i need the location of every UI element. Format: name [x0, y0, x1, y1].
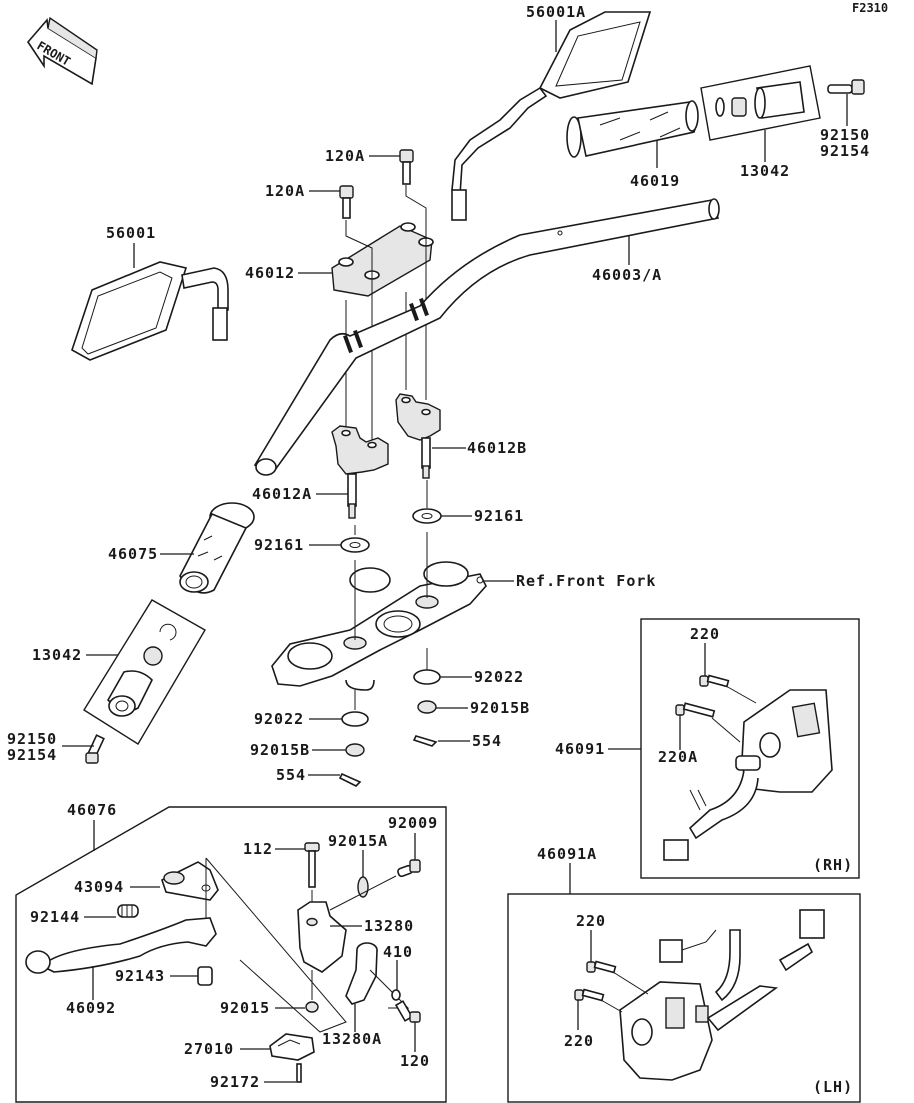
switch-rh-housing	[663, 689, 833, 861]
label-220-rh: 220	[690, 625, 720, 643]
label-46012a: 46012A	[252, 485, 312, 503]
label-92144: 92144	[30, 908, 80, 926]
weight-set-left	[83, 599, 206, 745]
bolt-120a-lower	[339, 185, 354, 219]
label-46092: 46092	[66, 999, 116, 1017]
rh-label: (RH)	[813, 856, 853, 874]
label-220-lh-top: 220	[576, 912, 606, 930]
bolt-112	[304, 842, 320, 888]
label-554-right: 554	[472, 732, 502, 750]
lh-switch-box	[507, 893, 861, 1103]
switch-lh-housing	[619, 909, 825, 1081]
label-46091: 46091	[555, 740, 605, 758]
holder-upper	[331, 222, 434, 297]
weight-set-right	[700, 65, 821, 141]
screw-92172	[296, 1063, 302, 1083]
washer-92161-right	[412, 508, 442, 524]
label-92143: 92143	[115, 967, 165, 985]
label-46091a: 46091A	[537, 845, 597, 863]
label-43094: 43094	[74, 878, 124, 896]
washer-92161-left	[340, 537, 370, 553]
label-120a-lower: 120A	[265, 182, 305, 200]
label-92161-left: 92161	[254, 536, 304, 554]
label-13280: 13280	[364, 917, 414, 935]
label-92015b-right: 92015B	[470, 699, 530, 717]
nut-92015b-left	[345, 743, 365, 757]
mirror-left	[71, 261, 229, 361]
label-410: 410	[383, 943, 413, 961]
triple-clamp	[271, 561, 487, 691]
label-13280a: 13280A	[322, 1030, 382, 1048]
pin-554-right	[412, 735, 438, 747]
label-112: 112	[243, 840, 273, 858]
nut-92015b-right	[417, 700, 437, 714]
washer-92022-left	[341, 711, 369, 727]
screw-220a-rh	[675, 702, 716, 718]
screw-220-lh-bottom	[574, 988, 605, 1002]
figure-id: F2310	[852, 1, 888, 15]
holder-46012b	[395, 393, 441, 479]
nut-92015a	[357, 876, 369, 898]
label-92022-left: 92022	[254, 710, 304, 728]
label-92154-left: 92154	[7, 746, 57, 764]
label-120: 120	[400, 1052, 430, 1070]
end-bolt-right	[827, 79, 865, 95]
label-220a-rh: 220A	[658, 748, 698, 766]
collar-92143	[197, 966, 213, 986]
lever-holder-13280	[297, 901, 347, 973]
reference-front-fork: Ref.Front Fork	[516, 572, 656, 590]
label-46003a: 46003/A	[592, 266, 662, 284]
label-46012: 46012	[245, 264, 295, 282]
label-46076: 46076	[67, 801, 117, 819]
lh-label: (LH)	[813, 1078, 853, 1096]
screw-220-rh	[699, 674, 730, 688]
lever-46092	[25, 917, 217, 974]
holder-13280a	[345, 942, 378, 1005]
lever-assy-box	[15, 806, 447, 1103]
label-92015: 92015	[220, 999, 270, 1017]
label-92150-left: 92150	[7, 730, 57, 748]
washer-410	[391, 989, 401, 1001]
label-92154-right: 92154	[820, 142, 870, 160]
nut-92015	[305, 1001, 319, 1013]
label-27010: 27010	[184, 1040, 234, 1058]
label-46075: 46075	[108, 545, 158, 563]
label-46012b: 46012B	[467, 439, 527, 457]
adjuster-43094	[161, 861, 219, 901]
bolt-120a-upper	[399, 149, 414, 185]
handlebar	[253, 198, 720, 476]
label-92161-right: 92161	[474, 507, 524, 525]
mirror-right	[451, 11, 652, 221]
switch-27010	[269, 1033, 315, 1061]
label-56001: 56001	[106, 224, 156, 242]
spring-92144	[117, 904, 139, 918]
label-92022-right: 92022	[474, 668, 524, 686]
label-92015b-left: 92015B	[250, 741, 310, 759]
screw-220-lh-top	[586, 960, 617, 974]
label-46019: 46019	[630, 172, 680, 190]
label-13042-left: 13042	[32, 646, 82, 664]
grip-left	[179, 502, 255, 594]
bolt-120	[394, 1000, 421, 1023]
label-13042-right: 13042	[740, 162, 790, 180]
label-56001a: 56001A	[526, 3, 586, 21]
throttle-grip	[566, 100, 699, 158]
end-bolt-left	[85, 734, 105, 764]
label-92009: 92009	[388, 814, 438, 832]
label-92172: 92172	[210, 1073, 260, 1091]
front-arrow-icon: FRONT	[26, 16, 98, 86]
label-120a-upper: 120A	[325, 147, 365, 165]
washer-92022-right	[413, 669, 441, 685]
label-92150-right: 92150	[820, 126, 870, 144]
label-92015a: 92015A	[328, 832, 388, 850]
label-220-lh-bottom: 220	[564, 1032, 594, 1050]
label-554-left: 554	[276, 766, 306, 784]
pin-554-left	[338, 772, 362, 787]
holder-46012a	[331, 425, 389, 519]
screw-92009	[397, 859, 421, 878]
